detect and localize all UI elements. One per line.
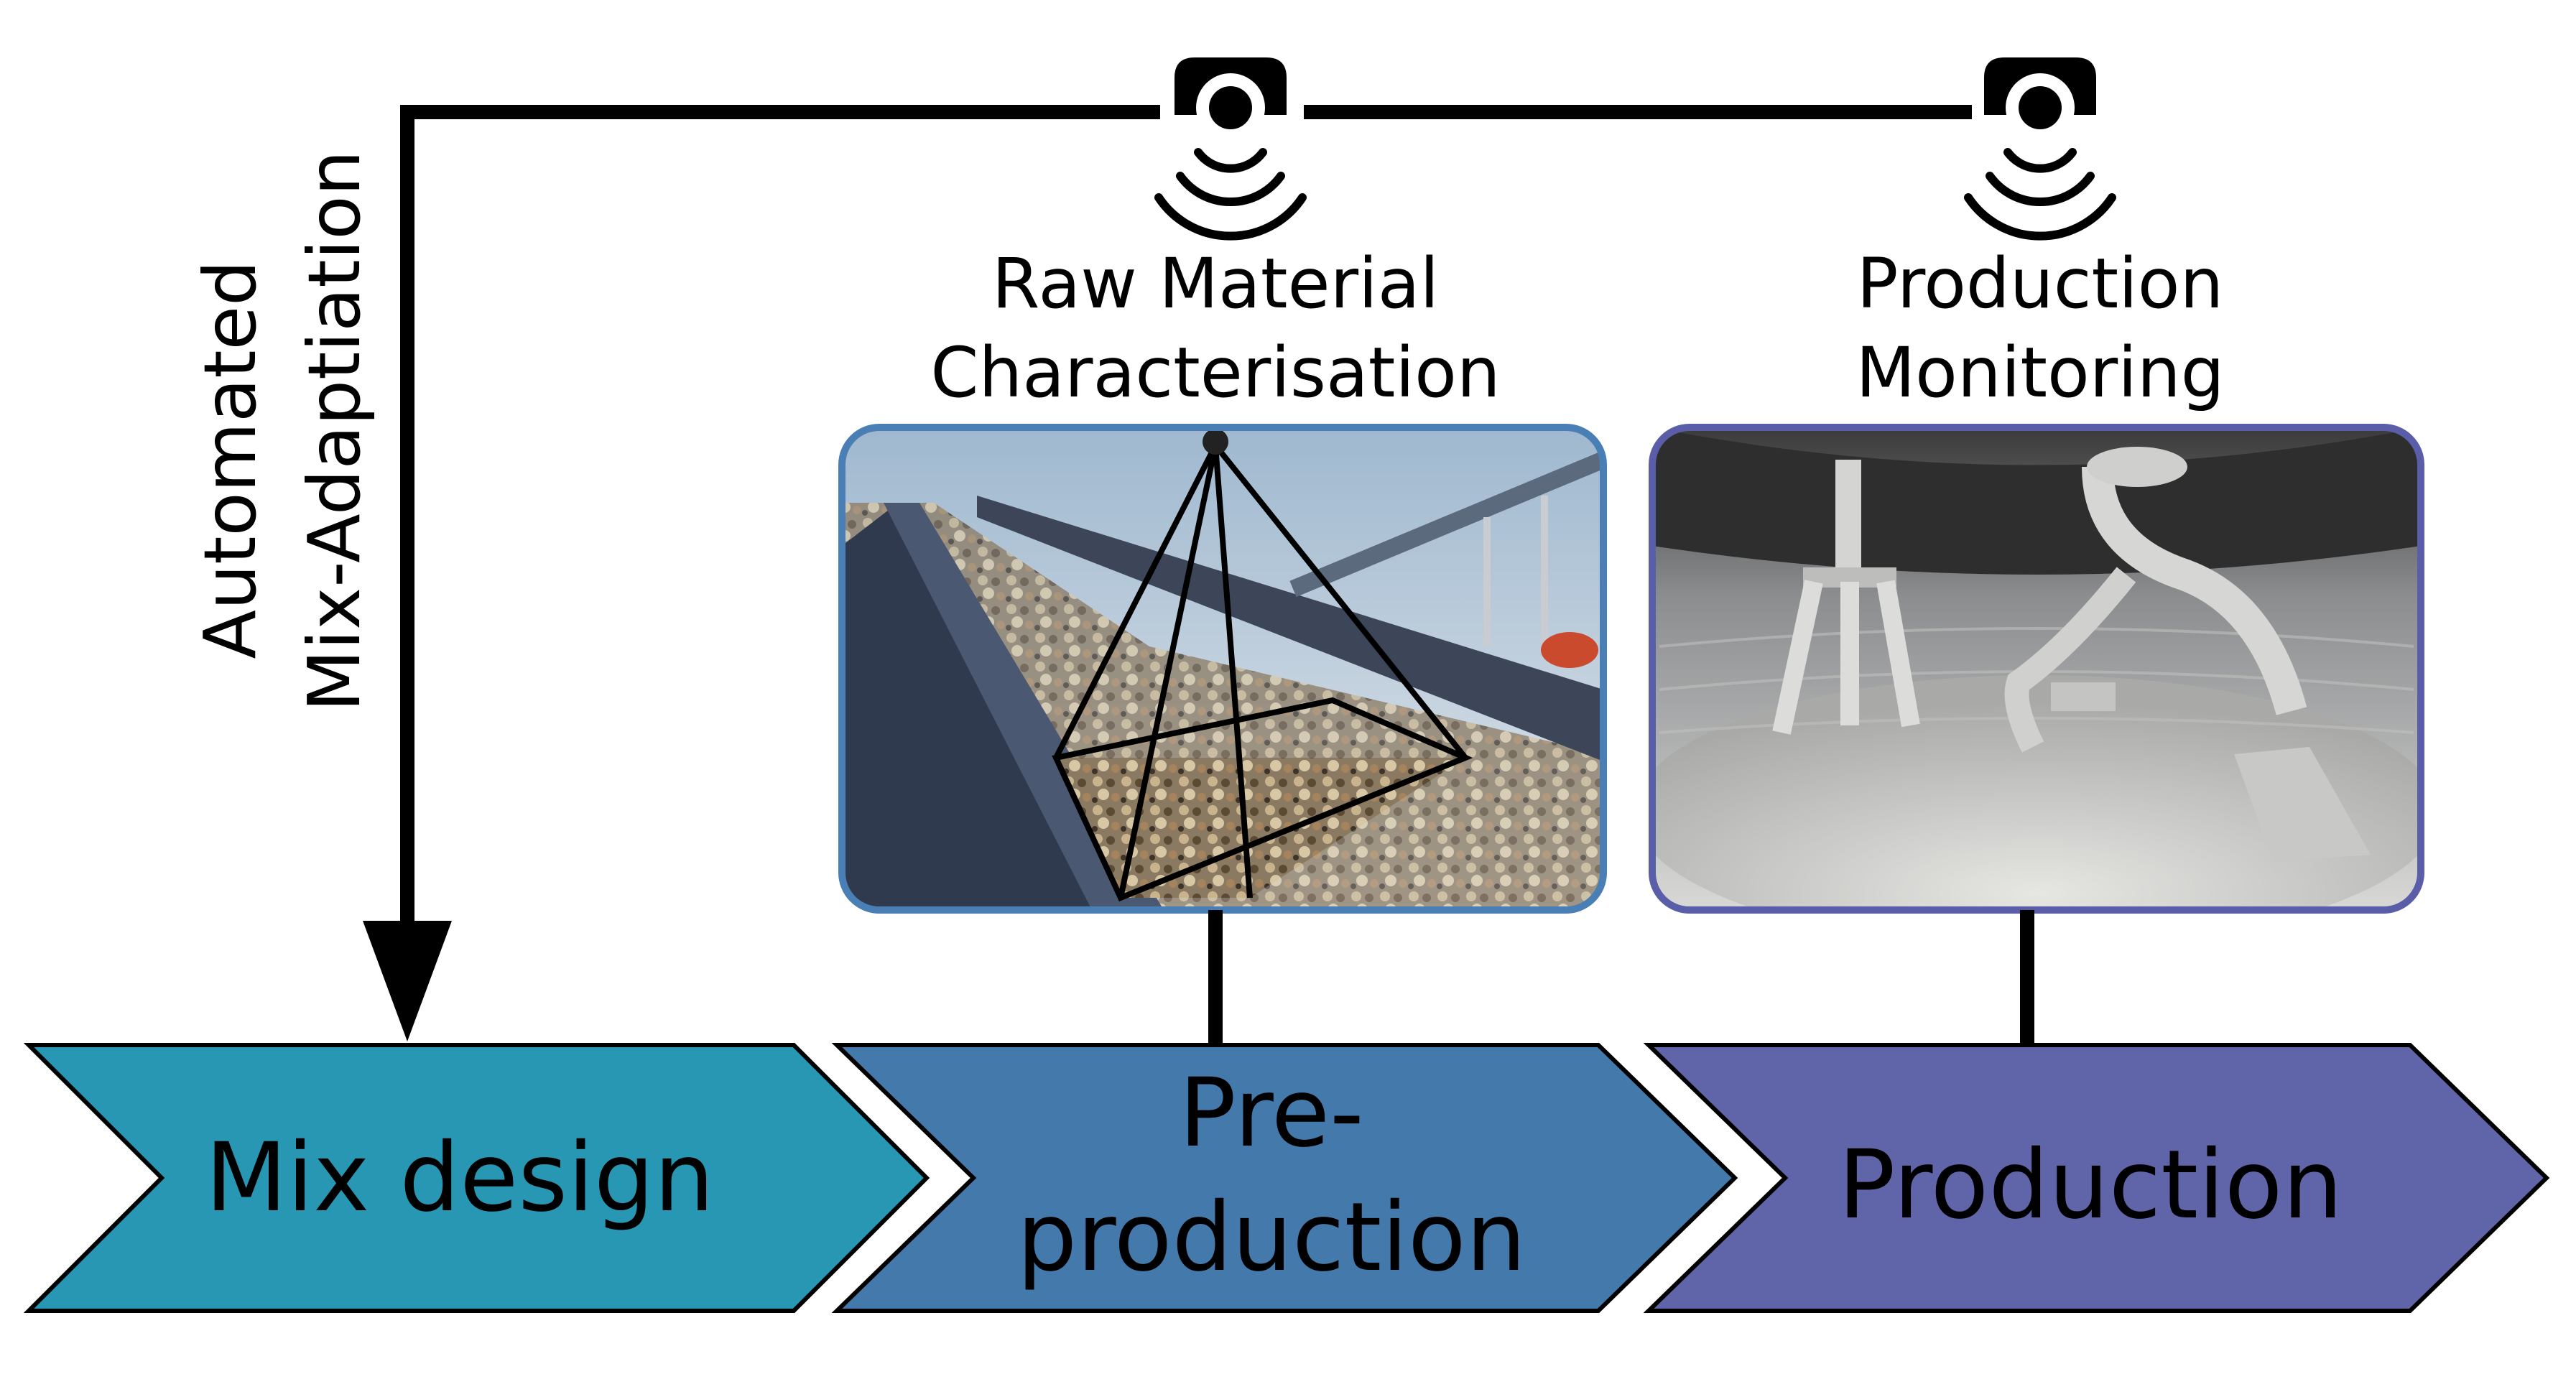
photo-frame [1649, 424, 2424, 914]
conveyor-belt-gravel-photo [842, 427, 1603, 910]
stage-pre-production [831, 1043, 1738, 1313]
sensor-label-line1: Production [1857, 243, 2224, 324]
stage-label-line2: production [1017, 1182, 1526, 1293]
sensor-label-line2: Characterisation [930, 333, 1500, 413]
feedback-label-line2: Mix-Adaptiation [292, 150, 376, 712]
feedback-label-line1: Automated [188, 260, 272, 659]
feedback-arrowhead [363, 921, 452, 1041]
stage-label: Mix design [205, 1123, 715, 1233]
sensor-label-line1: Raw Material [992, 243, 1439, 324]
stage-label-line1: Pre- [1179, 1058, 1364, 1169]
camera-sensor-icon [1154, 57, 1307, 241]
stage-mix-design [23, 1043, 930, 1313]
concrete-mixer-interior-photo [1652, 427, 2421, 910]
stage-production [1643, 1043, 2550, 1313]
sensor-label-line2: Monitoring [1855, 333, 2224, 413]
stage-label: Production [1838, 1130, 2343, 1240]
camera-sensor-icon [1964, 57, 2116, 241]
feedback-loop [363, 105, 1972, 1041]
